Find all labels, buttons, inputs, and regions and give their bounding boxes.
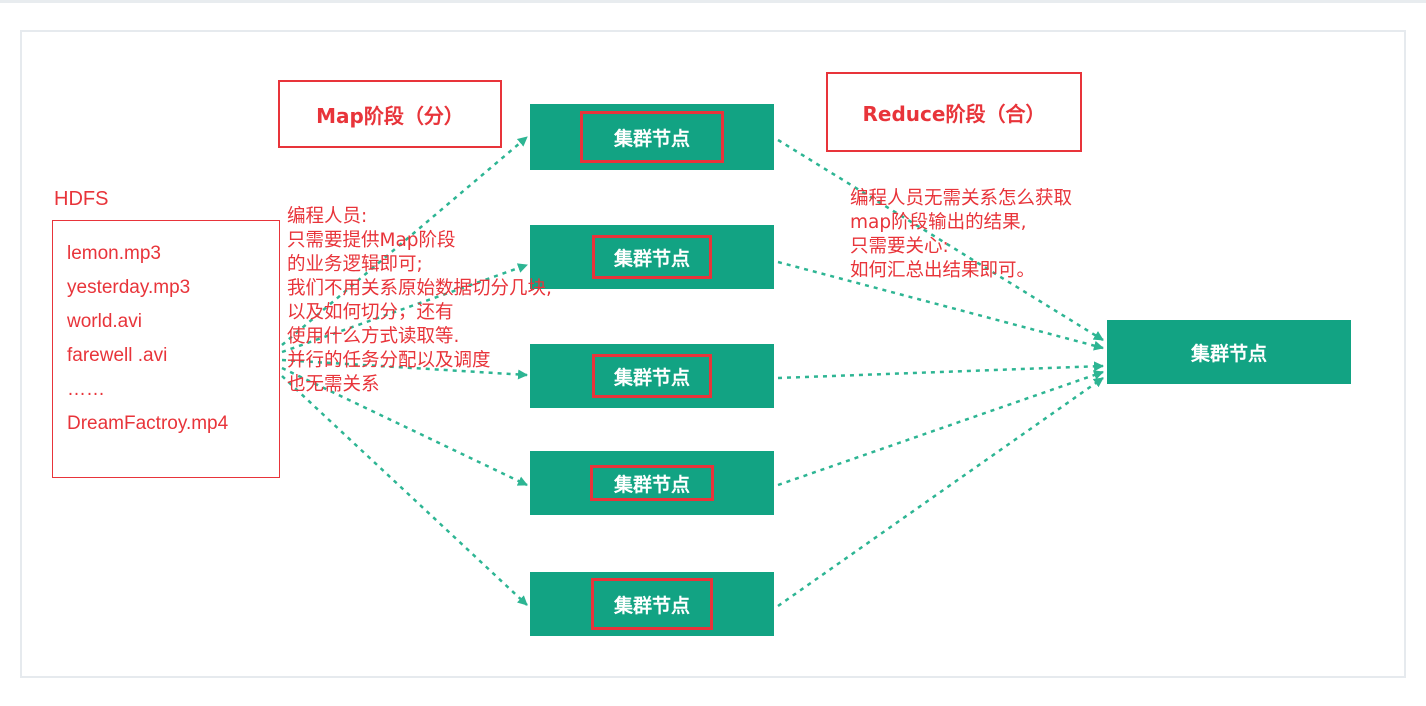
hdfs-file-list: lemon.mp3 yesterday.mp3 world.avi farewe…: [52, 220, 280, 478]
reduce-stage-note: 编程人员无需关系怎么获取 map阶段输出的结果, 只需要关心: 如何汇总出结果即…: [850, 187, 1072, 283]
reduce-stage-label: Reduce阶段（合）: [826, 72, 1082, 152]
map-node-label: 集群节点: [590, 465, 714, 501]
map-node-3: 集群节点: [530, 344, 774, 408]
map-stage-note: 编程人员: 只需要提供Map阶段 的业务逻辑即可; 我们不用关系原始数据切分几块…: [287, 205, 552, 397]
arrow-node-1-to-reduce: [777, 138, 1104, 342]
map-note-line: 以及如何切分，还有: [287, 302, 454, 323]
hdfs-title: HDFS: [54, 188, 109, 210]
reduce-note-line: map阶段输出的结果,: [850, 212, 1027, 233]
map-node-1: 集群节点: [530, 104, 774, 170]
map-node-label: 集群节点: [592, 235, 712, 279]
hdfs-file: yesterday.mp3: [67, 277, 191, 298]
map-note-line: 并行的任务分配以及调度: [287, 350, 491, 371]
arrow-hdfs-to-node-2: [281, 263, 528, 354]
map-note-line: 使用什么方式读取等.: [287, 326, 460, 347]
hdfs-file: DreamFactroy.mp4: [67, 413, 229, 434]
arrow-hdfs-to-node-4: [281, 366, 528, 487]
hdfs-file: farewell .avi: [67, 345, 168, 366]
reduce-note-line: 如何汇总出结果即可。: [850, 260, 1036, 281]
hdfs-file-ellipsis: ……: [67, 379, 105, 400]
hdfs-file: world.avi: [67, 311, 142, 332]
map-stage-label: Map阶段（分）: [278, 80, 502, 148]
map-node-5: 集群节点: [530, 572, 774, 636]
map-node-label: 集群节点: [580, 111, 724, 163]
arrow-node-4-to-reduce: [777, 370, 1104, 487]
reduce-node-label: 集群节点: [1190, 342, 1267, 365]
map-note-line: 编程人员:: [287, 206, 368, 227]
arrow-node-2-to-reduce: [777, 260, 1104, 351]
map-note-line: 的业务逻辑即可;: [287, 254, 423, 275]
map-node-label: 集群节点: [591, 578, 713, 630]
map-node-label: 集群节点: [592, 354, 712, 398]
page-top-divider: [0, 0, 1426, 3]
map-note-line: 也无需关系: [287, 374, 380, 395]
reduce-node: 集群节点: [1107, 320, 1351, 384]
hdfs-file: lemon.mp3: [67, 243, 161, 264]
arrow-hdfs-to-node-5: [281, 375, 528, 606]
map-node-4: 集群节点: [530, 451, 774, 515]
map-note-line: 只需要提供Map阶段: [287, 230, 456, 251]
arrow-node-5-to-reduce: [777, 376, 1104, 608]
arrow-node-3-to-reduce: [777, 361, 1104, 380]
map-node-2: 集群节点: [530, 225, 774, 289]
reduce-note-line: 只需要关心:: [850, 236, 949, 257]
map-note-line: 我们不用关系原始数据切分几块,: [287, 278, 552, 299]
reduce-note-line: 编程人员无需关系怎么获取: [850, 188, 1073, 209]
